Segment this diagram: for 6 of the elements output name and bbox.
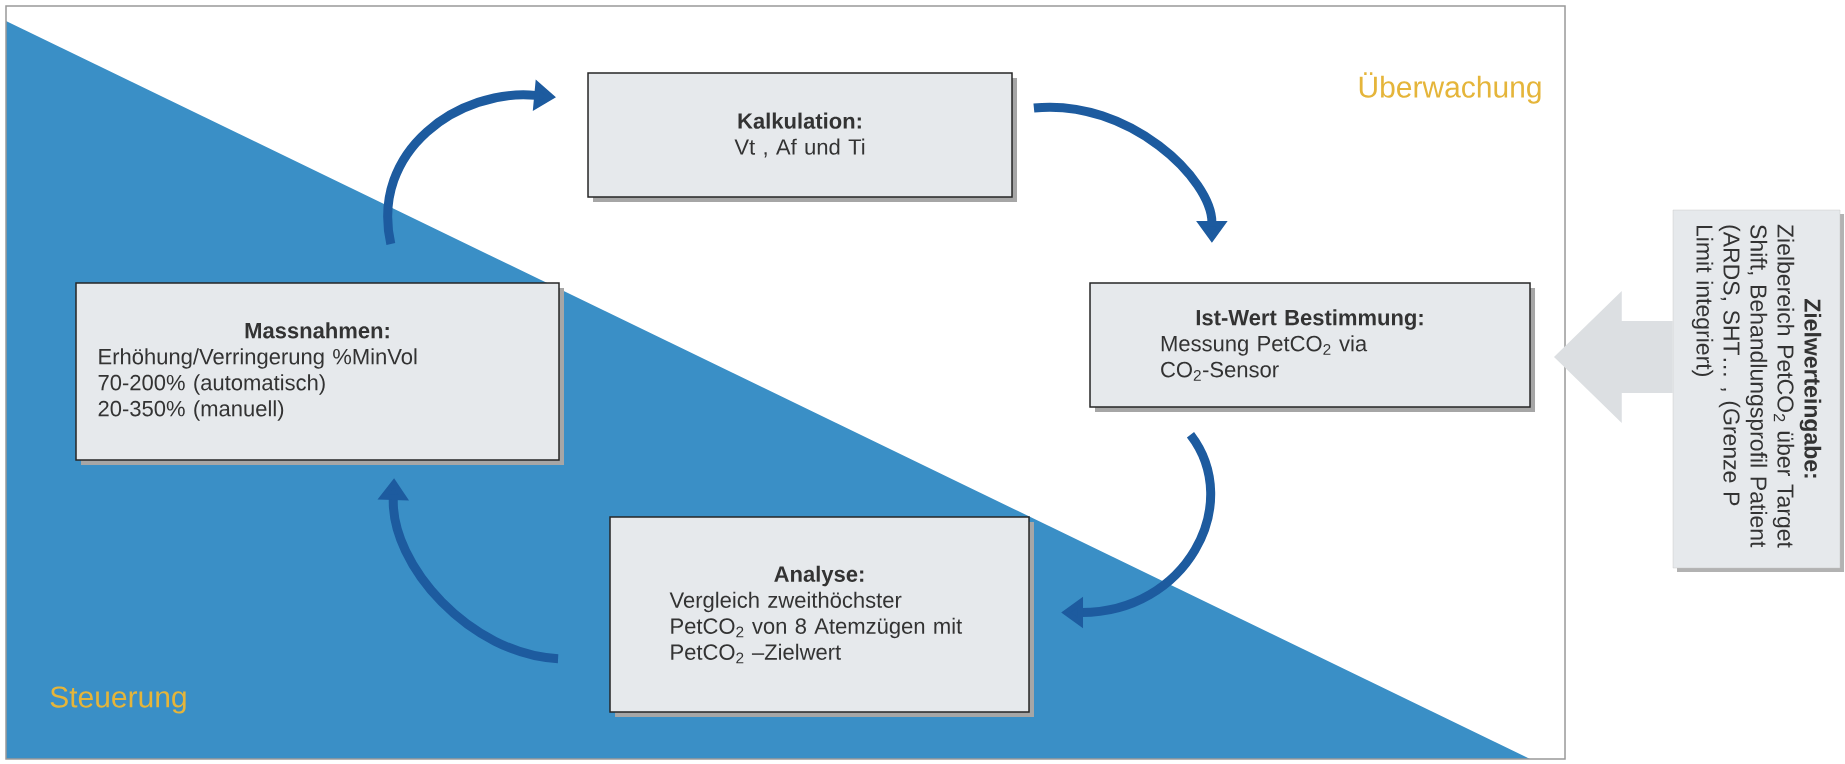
section-label: Steuerung xyxy=(50,686,186,714)
process-box: Kalkulation: Vt , Af und Ti xyxy=(587,72,1017,202)
process-box: Massnahmen: Erhöhung/Verringerung %MinVol 70-200% (automatisch) 20-350% (manuell) xyxy=(75,282,564,465)
section-label: Überwachung xyxy=(1359,72,1541,104)
process-box: Ist-Wert Bestimmung: Messung PetCO$_{2}$ via CO$_{2}$-Sensor xyxy=(1089,282,1535,412)
process-box: Analyse: Vergleich zweithöchster PetCO$_{2}$ von 8 Atemzügen mit PetCO$_{2}$ –Zielwert xyxy=(609,516,1034,717)
